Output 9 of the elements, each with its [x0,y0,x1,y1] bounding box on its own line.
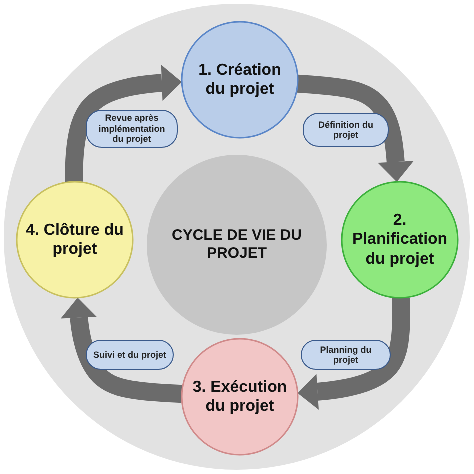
edge-label: Revue après implémentation du projet [86,110,178,148]
edge-label: Définition du projet [303,113,389,147]
stage-label: 1. Création du projet [198,60,282,100]
stage-label: 3. Exécution du projet [192,378,288,416]
edge-label: Planning du projet [301,340,391,370]
center-title: CYCLE DE VIE DU PROJET [170,227,304,263]
stage-label: 4. Clôture du projet [25,220,125,260]
edge-label: Suivi et du projet [86,340,174,370]
stage-label: 2. Planification du projet [351,211,449,269]
